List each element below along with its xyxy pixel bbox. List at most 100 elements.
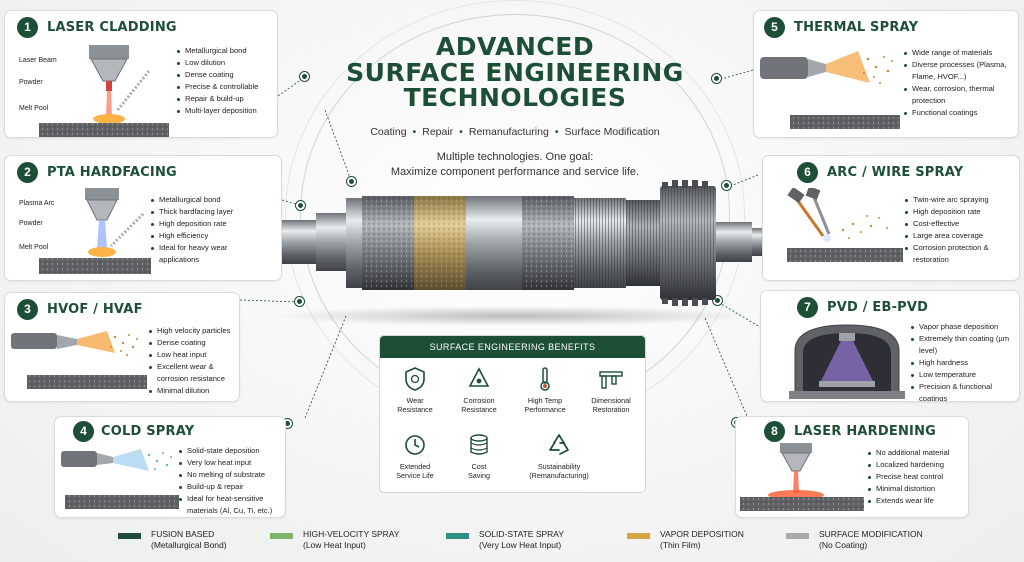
- legend-note: (Low Heat Input): [303, 540, 366, 550]
- shaft-illustration: [248, 180, 778, 326]
- legend-name: FUSION BASED: [151, 529, 215, 539]
- legend-swatch: [786, 533, 809, 539]
- diagram-label: Powder: [19, 220, 43, 227]
- subtitle-item: Surface Modification: [564, 126, 660, 138]
- card-title: PVD / EB-PVD: [827, 300, 929, 315]
- bullet-list: Twin-wire arc spraying High deposition r…: [905, 194, 1017, 266]
- bullet-list: Solid-state deposition Very low heat inp…: [179, 445, 283, 517]
- connector-dot: [722, 181, 731, 190]
- card-number-badge: 2: [17, 162, 38, 183]
- bullet-list: Vapor phase deposition Extremely thin co…: [911, 321, 1015, 401]
- legend-name: SOLID-STATE SPRAY: [479, 529, 565, 539]
- benefit-wear-resistance: Wear Resistance: [384, 366, 446, 414]
- card-title: HVOF / HVAF: [47, 302, 143, 317]
- legend-note: (Metallurgical Bond): [151, 540, 227, 550]
- laser-hardening-icon: [740, 443, 864, 511]
- legend-name: HIGH-VELOCITY SPRAY: [303, 529, 400, 539]
- card-hvof-hvaf: 3 HVOF / HVAF High velocity particles De…: [4, 292, 240, 402]
- subtitle-item: Coating: [370, 126, 407, 138]
- card-title: LASER HARDENING: [794, 424, 937, 439]
- list-item: Wear, corrosion, thermal protection: [904, 83, 1014, 107]
- list-item: Low temperature: [911, 369, 1015, 381]
- benefit-label: Restoration: [592, 405, 630, 414]
- card-pvd-eb-pvd: 7 PVD / EB-PVD Vapor phase deposition Ex…: [760, 290, 1020, 402]
- legend-text: VAPOR DEPOSITION (Thin Film): [660, 529, 744, 551]
- arc-wire-spray-icon: [787, 188, 903, 262]
- benefit-corrosion-resistance: Corrosion Resistance: [448, 366, 510, 414]
- vacuum-chamber-icon: [789, 324, 905, 399]
- card-pta-hardfacing: 2 PTA HARDFACING Plasma Arc Powder Melt …: [4, 155, 282, 281]
- list-item: Wide range of materials: [904, 47, 1014, 59]
- list-item: Precise & controllable: [177, 81, 277, 93]
- cold-spray-nozzle-icon: [61, 449, 179, 509]
- list-item: Functional coatings: [904, 107, 1014, 119]
- benefit-label: Dimensional: [591, 396, 631, 405]
- bullet-list: Metallurgical bond Low dilution Dense co…: [177, 45, 277, 117]
- list-item: Diverse processes (Plasma, Flame, HVOF..…: [904, 59, 1014, 83]
- list-item: Excellent wear & corrosion resistance: [149, 361, 237, 385]
- list-item: High deposition rate: [905, 206, 1017, 218]
- legend-fusion: FUSION BASED (Metallurgical Bond): [118, 529, 268, 559]
- benefit-extended-service-life: Extended Service Life: [384, 432, 446, 480]
- benefit-sustainability: Sustainability (Remanufacturing): [514, 432, 604, 480]
- card-thermal-spray: 5 THERMAL SPRAY Wide range of materials …: [753, 10, 1019, 138]
- legend-text: FUSION BASED (Metallurgical Bond): [151, 529, 227, 551]
- list-item: Low dilution: [177, 57, 277, 69]
- benefit-label: Corrosion: [463, 396, 495, 405]
- connector-dot: [347, 177, 356, 186]
- list-item: Repair & build-up: [177, 93, 277, 105]
- legend-text: SURFACE MODIFICATION (No Coating): [819, 529, 923, 551]
- list-item: Low heat input: [149, 349, 237, 361]
- card-cold-spray: 4 COLD SPRAY Solid-state deposition Very…: [54, 416, 286, 518]
- card-number-badge: 4: [73, 421, 94, 442]
- bullet-list: No additional material Localized hardeni…: [868, 447, 966, 507]
- connector-dot: [295, 297, 304, 306]
- diagram-label: Melt Pool: [19, 244, 49, 251]
- list-item: Corrosion protection & restoration: [905, 242, 1017, 266]
- coins-icon: [470, 434, 488, 455]
- connector-dot: [712, 74, 721, 83]
- clock-icon: [405, 435, 425, 455]
- benefit-label: Resistance: [461, 405, 497, 414]
- diagram-label: Powder: [19, 79, 43, 86]
- bullet-separator: •: [459, 126, 463, 138]
- list-item: High deposition rate: [151, 218, 275, 230]
- list-item: Build-up & repair: [179, 481, 283, 493]
- card-title: THERMAL SPRAY: [794, 20, 919, 35]
- list-item: Extends wear life: [868, 495, 966, 507]
- card-number-badge: 5: [764, 17, 785, 38]
- legend-note: (Thin Film): [660, 540, 701, 550]
- legend-note: (Very Low Heat Input): [479, 540, 562, 550]
- connector-dot: [713, 296, 722, 305]
- card-number-badge: 3: [17, 299, 38, 320]
- bullet-separator: •: [412, 126, 417, 138]
- benefit-label: Resistance: [397, 405, 433, 414]
- list-item: Large area coverage: [905, 230, 1017, 242]
- list-item: Localized hardening: [868, 459, 966, 471]
- list-item: Twin-wire arc spraying: [905, 194, 1017, 206]
- list-item: High efficiency: [151, 230, 275, 242]
- title-line-2: SURFACE ENGINEERING: [346, 57, 684, 87]
- title-line-1: ADVANCED: [435, 32, 595, 61]
- card-title: LASER CLADDING: [47, 20, 177, 35]
- legend-vapor: VAPOR DEPOSITION (Thin Film): [627, 529, 777, 559]
- connector-dot: [296, 201, 305, 210]
- list-item: Dense coating: [177, 69, 277, 81]
- subtitle-item: Repair: [422, 126, 454, 138]
- card-number-badge: 8: [764, 421, 785, 442]
- list-item: No melting of substrate: [179, 469, 283, 481]
- recycle-icon: [549, 434, 569, 455]
- list-item: No additional material: [868, 447, 966, 459]
- list-item: Minimal distortion: [868, 483, 966, 495]
- list-item: Vapor phase deposition: [911, 321, 1015, 333]
- list-item: Metallurgical bond: [151, 194, 275, 206]
- tagline-line-1: Multiple technologies. One goal:: [436, 151, 594, 163]
- card-title: COLD SPRAY: [101, 424, 195, 439]
- legend-surface-modification: SURFACE MODIFICATION (No Coating): [786, 529, 956, 559]
- tagline-line-2: Maximize component performance and servi…: [390, 165, 640, 178]
- benefit-cost-saving: Cost Saving: [448, 432, 510, 480]
- benefit-high-temp: High Temp Performance: [514, 366, 576, 414]
- main-title: ADVANCED SURFACE ENGINEERING TECHNOLOGIE…: [330, 34, 700, 111]
- connector-dot: [300, 72, 309, 81]
- subtitle-line: Coating•Repair•Remanufacturing•Surface M…: [330, 126, 700, 138]
